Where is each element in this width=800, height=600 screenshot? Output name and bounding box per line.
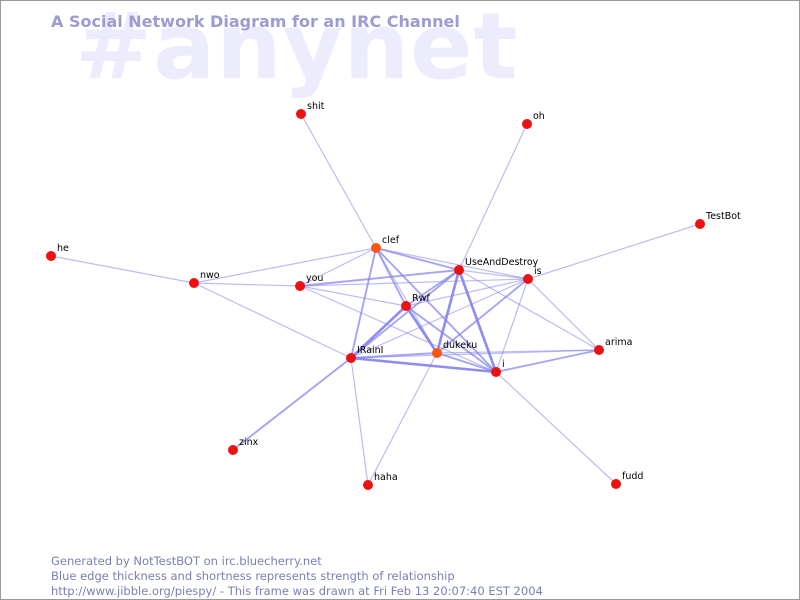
node-TestBot: TestBot (695, 211, 741, 229)
node-label: Rwf (412, 293, 430, 304)
node-dot (346, 353, 356, 363)
node-dot (432, 348, 442, 358)
edge-i-fudd (495, 371, 617, 485)
footer-line-generator: Generated by NotTestBOT on irc.bluecherr… (51, 554, 322, 568)
edge-UseAndDestroy-IRainI (350, 269, 460, 359)
edge-you-clef (299, 247, 377, 287)
edge-UseAndDestroy-dukeku (435, 269, 461, 354)
node-label: IRainI (357, 345, 383, 356)
edge-you-Rwf (299, 285, 407, 307)
node-label: he (57, 243, 69, 254)
edge-Rwf-dukeku (404, 305, 439, 354)
edge-IRainI-zinx (232, 357, 352, 451)
node-haha: haha (363, 472, 398, 490)
node-label: i (502, 359, 505, 370)
edge-clef-i (375, 247, 497, 373)
node-label: clef (382, 235, 400, 246)
node-label: is (534, 266, 542, 277)
node-Rwf: Rwf (401, 293, 430, 311)
footer-line-legend: Blue edge thickness and shortness repres… (51, 569, 455, 583)
edge-oh-UseAndDestroy (458, 123, 528, 271)
node-label: arima (605, 337, 632, 348)
node-dot (523, 274, 533, 284)
node-is: is (523, 266, 542, 284)
edge-TestBot-is (527, 223, 701, 280)
edge-IRainI-haha (350, 357, 369, 486)
edge-he-nwo (50, 255, 195, 284)
edge-you-i (299, 285, 497, 373)
edge-nwo-clef (193, 247, 377, 284)
node-dot (189, 278, 199, 288)
node-shit: shit (296, 101, 325, 119)
node-fudd: fudd (611, 471, 643, 489)
footer-line-timestamp: http://www.jibble.org/piespy/ - This fra… (51, 584, 543, 598)
node-nwo: nwo (189, 270, 220, 288)
node-label: UseAndDestroy (465, 257, 539, 268)
edge-you-UseAndDestroy (299, 269, 460, 287)
node-dot (228, 445, 238, 455)
node-label: TestBot (705, 211, 741, 222)
node-label: you (306, 273, 323, 284)
edge-IRainI-i (350, 356, 497, 374)
node-label: oh (533, 111, 545, 122)
node-you: you (295, 273, 323, 291)
edge-i-arima (495, 349, 600, 373)
node-oh: oh (522, 111, 545, 129)
edge-Rwf-i (405, 305, 497, 373)
edge-you-is (299, 278, 529, 287)
edge-clef-IRainI (350, 247, 377, 359)
node-clef: clef (371, 235, 400, 253)
node-label: nwo (200, 270, 220, 281)
node-dot (695, 219, 705, 229)
edge-dukeku-haha (367, 352, 438, 486)
edge-clef-UseAndDestroy (375, 247, 460, 271)
node-label: haha (374, 472, 398, 483)
node-he: he (46, 243, 69, 261)
node-dot (454, 265, 464, 275)
edge-nwo-you (193, 282, 301, 287)
edge-is-arima (527, 278, 600, 351)
footer: Generated by NotTestBOT on irc.bluecherr… (51, 554, 543, 599)
node-dot (401, 301, 411, 311)
node-dot (363, 480, 373, 490)
node-i: i (491, 359, 505, 377)
node-label: dukeku (443, 340, 477, 351)
edge-Rwf-IRainI (350, 305, 407, 359)
node-arima: arima (594, 337, 632, 355)
edge-shit-clef (300, 113, 377, 249)
node-dot (296, 109, 306, 119)
edge-is-IRainI (350, 278, 529, 359)
edge-is-Rwf (405, 278, 529, 307)
node-UseAndDestroy: UseAndDestroy (454, 257, 539, 275)
node-dot (46, 251, 56, 261)
node-zinx: zinx (228, 437, 259, 455)
edge-dukeku-arima (436, 349, 600, 354)
edge-clef-is (375, 247, 529, 280)
edge-dukeku-i (436, 352, 497, 373)
node-dot (295, 281, 305, 291)
node-label: zinx (239, 437, 259, 448)
edge-nwo-IRainI (193, 282, 352, 359)
edge-layer (50, 113, 701, 486)
node-dot (594, 345, 604, 355)
node-dukeku: dukeku (432, 340, 477, 358)
node-dot (522, 119, 532, 129)
node-label: fudd (622, 471, 643, 482)
edge-UseAndDestroy-is (458, 269, 529, 280)
node-IRainI: IRainI (346, 345, 383, 363)
edge-is-i (495, 278, 529, 373)
edge-UseAndDestroy-arima (458, 269, 600, 351)
node-dot (491, 367, 501, 377)
node-label: shit (307, 101, 325, 112)
diagram-title: A Social Network Diagram for an IRC Chan… (51, 12, 460, 31)
node-dot (371, 243, 381, 253)
node-dot (611, 479, 621, 489)
